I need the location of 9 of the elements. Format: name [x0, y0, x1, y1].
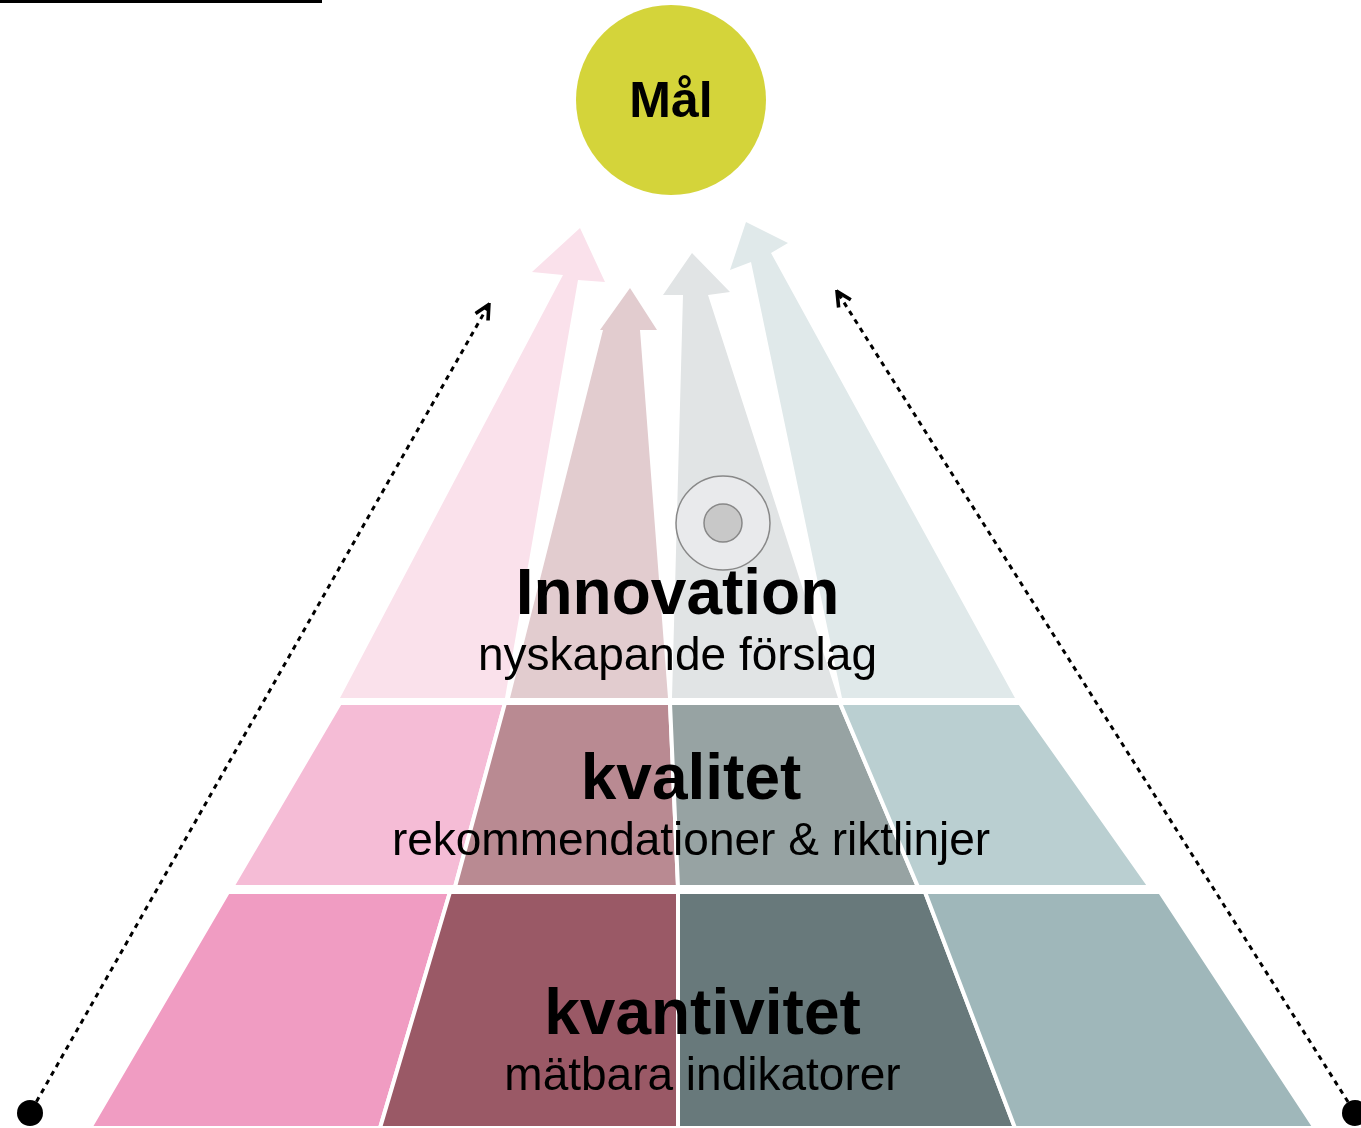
wide-arrow: [510, 288, 668, 698]
tier-heading: Innovation: [515, 557, 840, 628]
tier-description: nyskapande förslag: [478, 627, 877, 681]
goal-label: Mål: [629, 75, 713, 125]
dotted-arrow: [835, 289, 1350, 1103]
wide-arrow: [730, 222, 1015, 698]
dotted-arrow: [35, 302, 491, 1103]
tier-description: mätbara indikatorer: [504, 1047, 901, 1101]
wide-arrow: [340, 228, 605, 698]
